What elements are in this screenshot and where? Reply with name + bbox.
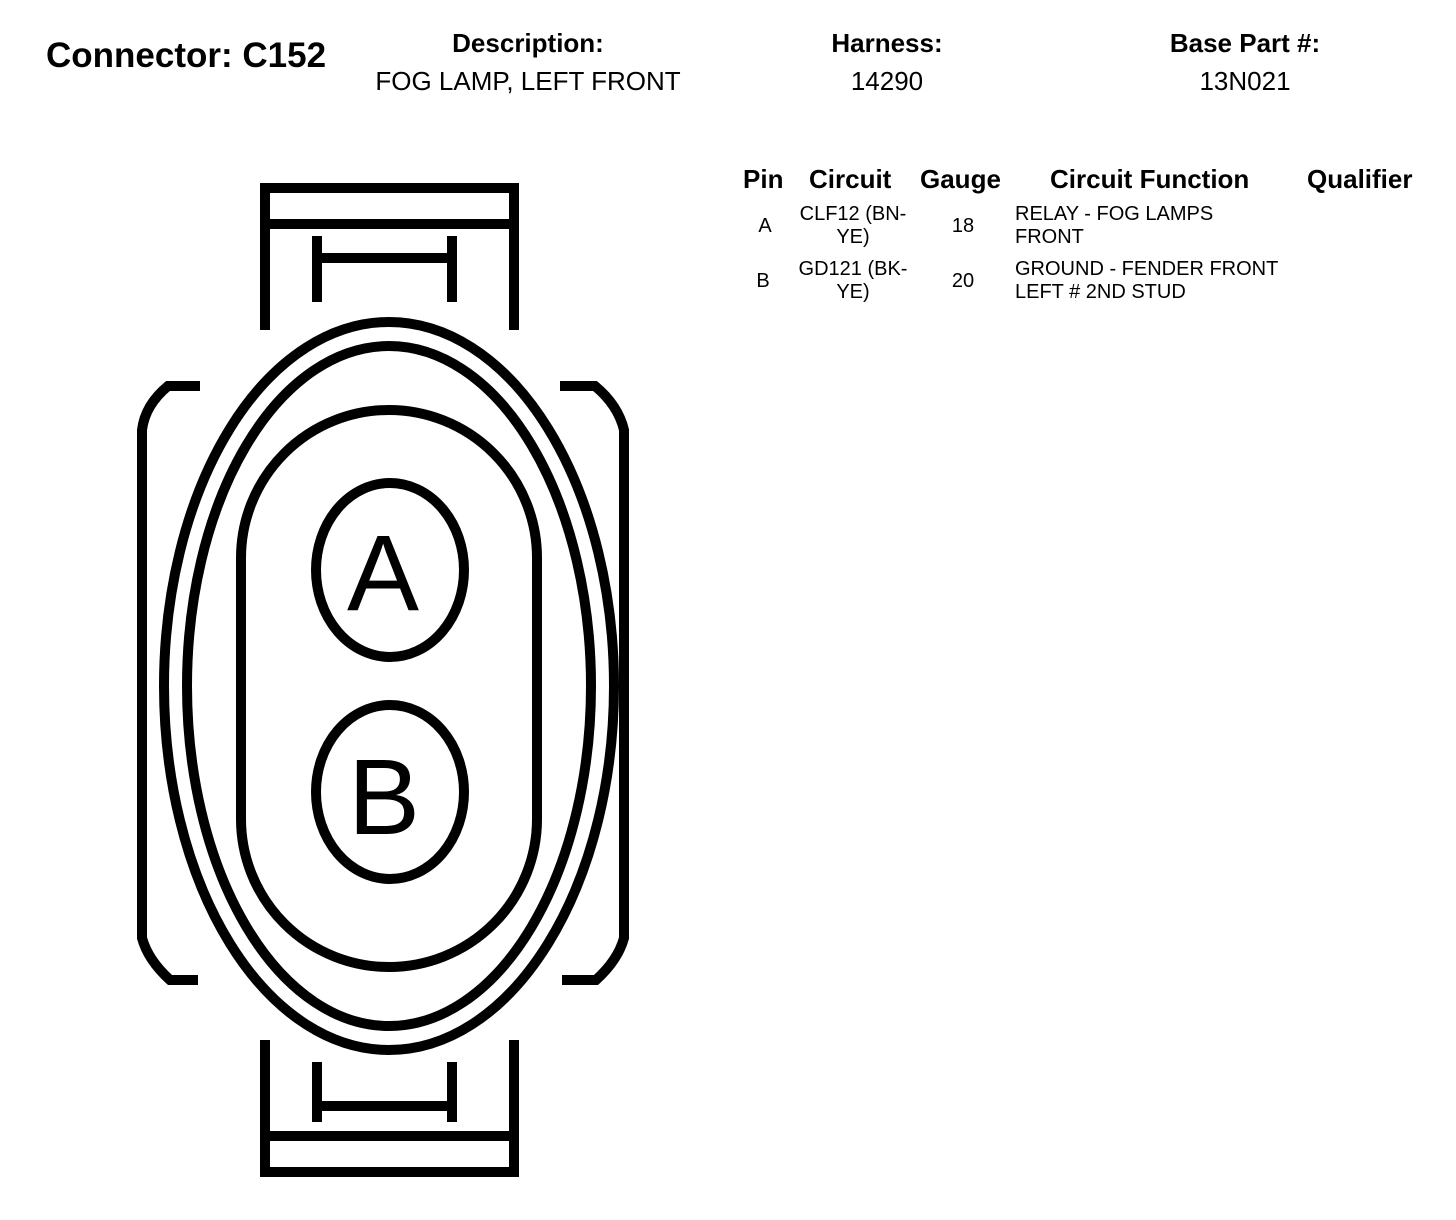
harness-label: Harness: (831, 28, 943, 58)
col-header-gauge: Gauge (920, 164, 1001, 194)
left-side-tab (137, 381, 200, 985)
harness-value: 14290 (850, 66, 924, 96)
col-header-pin: Pin (743, 164, 784, 194)
housing-outer-ring (159, 317, 619, 1055)
base-part-value: 13N021 (1199, 66, 1291, 96)
pin-b-label: B (348, 736, 420, 857)
row-function-line: FRONT (1015, 226, 1084, 248)
connector-title: Connector: C152 (46, 36, 327, 75)
row-function: RELAY - FOG LAMPS FRONT (1015, 203, 1315, 249)
row-function-line: GROUND - FENDER FRONT (1015, 258, 1279, 280)
row-function-line: RELAY - FOG LAMPS (1015, 203, 1214, 225)
base-part-label: Base Part #: (1169, 28, 1321, 58)
row-pin: A (758, 215, 772, 237)
row-circuit: GD121 (BK- YE) (783, 258, 923, 304)
row-gauge: 18 (951, 215, 975, 237)
row-circuit-line: YE) (836, 226, 870, 248)
row-circuit-line: YE) (836, 281, 870, 303)
row-circuit-line: GD121 (BK- (798, 258, 908, 280)
col-header-qualifier: Qualifier (1307, 164, 1413, 194)
pin-a-label: A (347, 512, 419, 633)
col-header-circuit-function: Circuit Function (1050, 164, 1250, 194)
bottom-latch (260, 1040, 519, 1177)
row-function: GROUND - FENDER FRONT LEFT # 2ND STUD (1015, 258, 1315, 304)
row-circuit: CLF12 (BN- YE) (783, 203, 923, 249)
description-label: Description: (452, 28, 604, 58)
col-header-circuit: Circuit (809, 164, 892, 194)
row-gauge: 20 (951, 270, 975, 292)
pin-b-circle (311, 700, 469, 884)
row-pin: B (756, 270, 770, 292)
pin-cavity-outline (236, 405, 542, 972)
top-latch (260, 183, 519, 330)
description-value: FOG LAMP, LEFT FRONT (375, 66, 681, 96)
row-circuit-line: CLF12 (BN- (799, 203, 907, 225)
housing-inner-ring (182, 341, 596, 1031)
right-side-tab (560, 381, 629, 985)
row-function-line: LEFT # 2ND STUD (1015, 281, 1186, 303)
pin-a-circle (311, 478, 469, 662)
